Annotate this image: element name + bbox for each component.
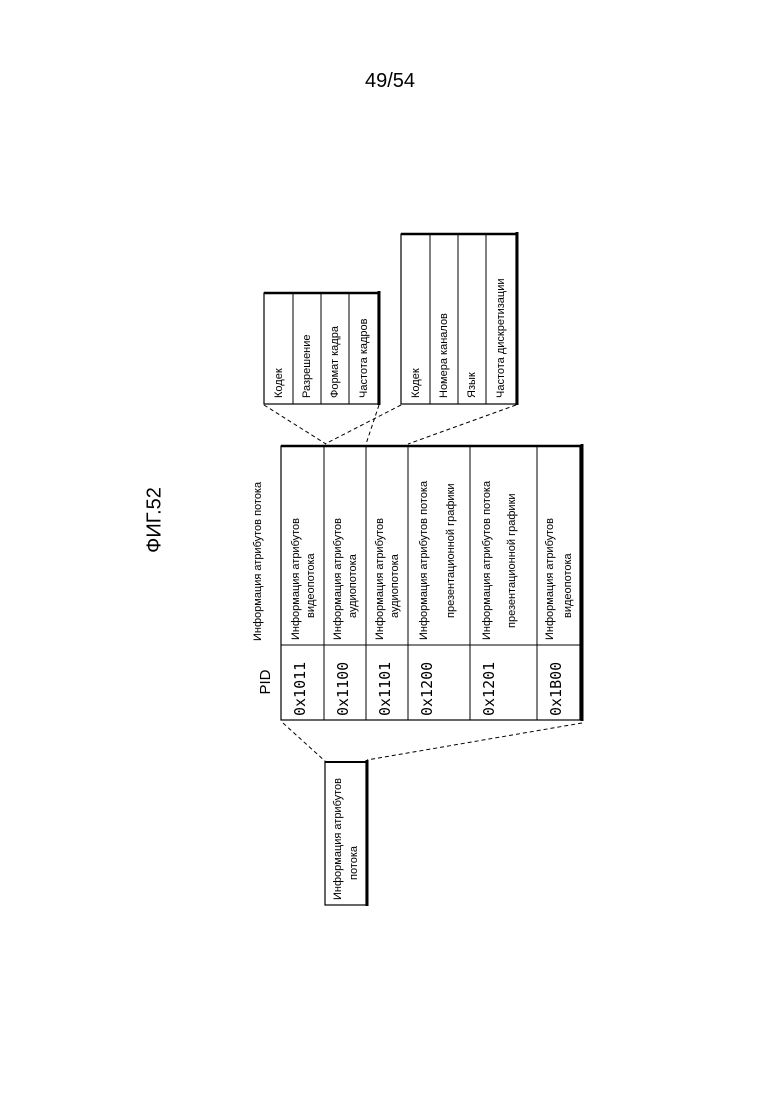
pid-cell: 0x1011 — [293, 662, 307, 716]
attr-header: Информация атрибутов потока — [251, 482, 265, 641]
audio-attr-item: Частота дискретизации — [494, 278, 508, 398]
pid-cell: 0x1201 — [482, 662, 496, 716]
audio-attr-item: Кодек — [409, 368, 423, 398]
attr-cell-line1: Информация атрибутов — [373, 518, 387, 640]
stream-attr-box-line2: потока — [347, 846, 361, 880]
pid-cell: 0x1B00 — [549, 662, 563, 716]
pid-header: PID — [259, 669, 273, 694]
video-attr-item: Частота кадров — [357, 319, 371, 399]
video-attr-item: Разрешение — [300, 334, 314, 398]
attr-cell-line2: презентационной графики — [444, 483, 458, 618]
attr-cell-line1: Информация атрибутов — [543, 518, 557, 640]
attr-cell-line2: аудиопотока — [346, 554, 360, 618]
attr-cell-line2: аудиопотока — [388, 554, 402, 618]
audio-attr-item: Номера каналов — [437, 313, 451, 398]
pid-cell: 0x1100 — [336, 662, 350, 716]
pid-cell: 0x1200 — [420, 662, 434, 716]
video-attr-item: Формат кадра — [328, 326, 342, 398]
attr-cell-line2: презентационной графики — [505, 493, 519, 628]
video-attr-item: Кодек — [272, 368, 286, 398]
figure-label: ФИГ.52 — [144, 487, 167, 553]
pid-cell: 0x1101 — [378, 662, 392, 716]
attr-cell-line1: Информация атрибутов — [289, 518, 303, 640]
attr-cell-line1: Информация атрибутов потока — [417, 481, 431, 640]
stream-attr-box-line1: Информация атрибутов — [331, 778, 345, 900]
attr-cell-line2: видеопотока — [561, 553, 575, 618]
audio-attr-item: Язык — [465, 372, 479, 398]
attr-cell-line1: Информация атрибутов потока — [480, 481, 494, 640]
attr-cell-line1: Информация атрибутов — [331, 518, 345, 640]
attr-cell-line2: видеопотока — [304, 553, 318, 618]
page-number: 49/54 — [0, 70, 780, 93]
